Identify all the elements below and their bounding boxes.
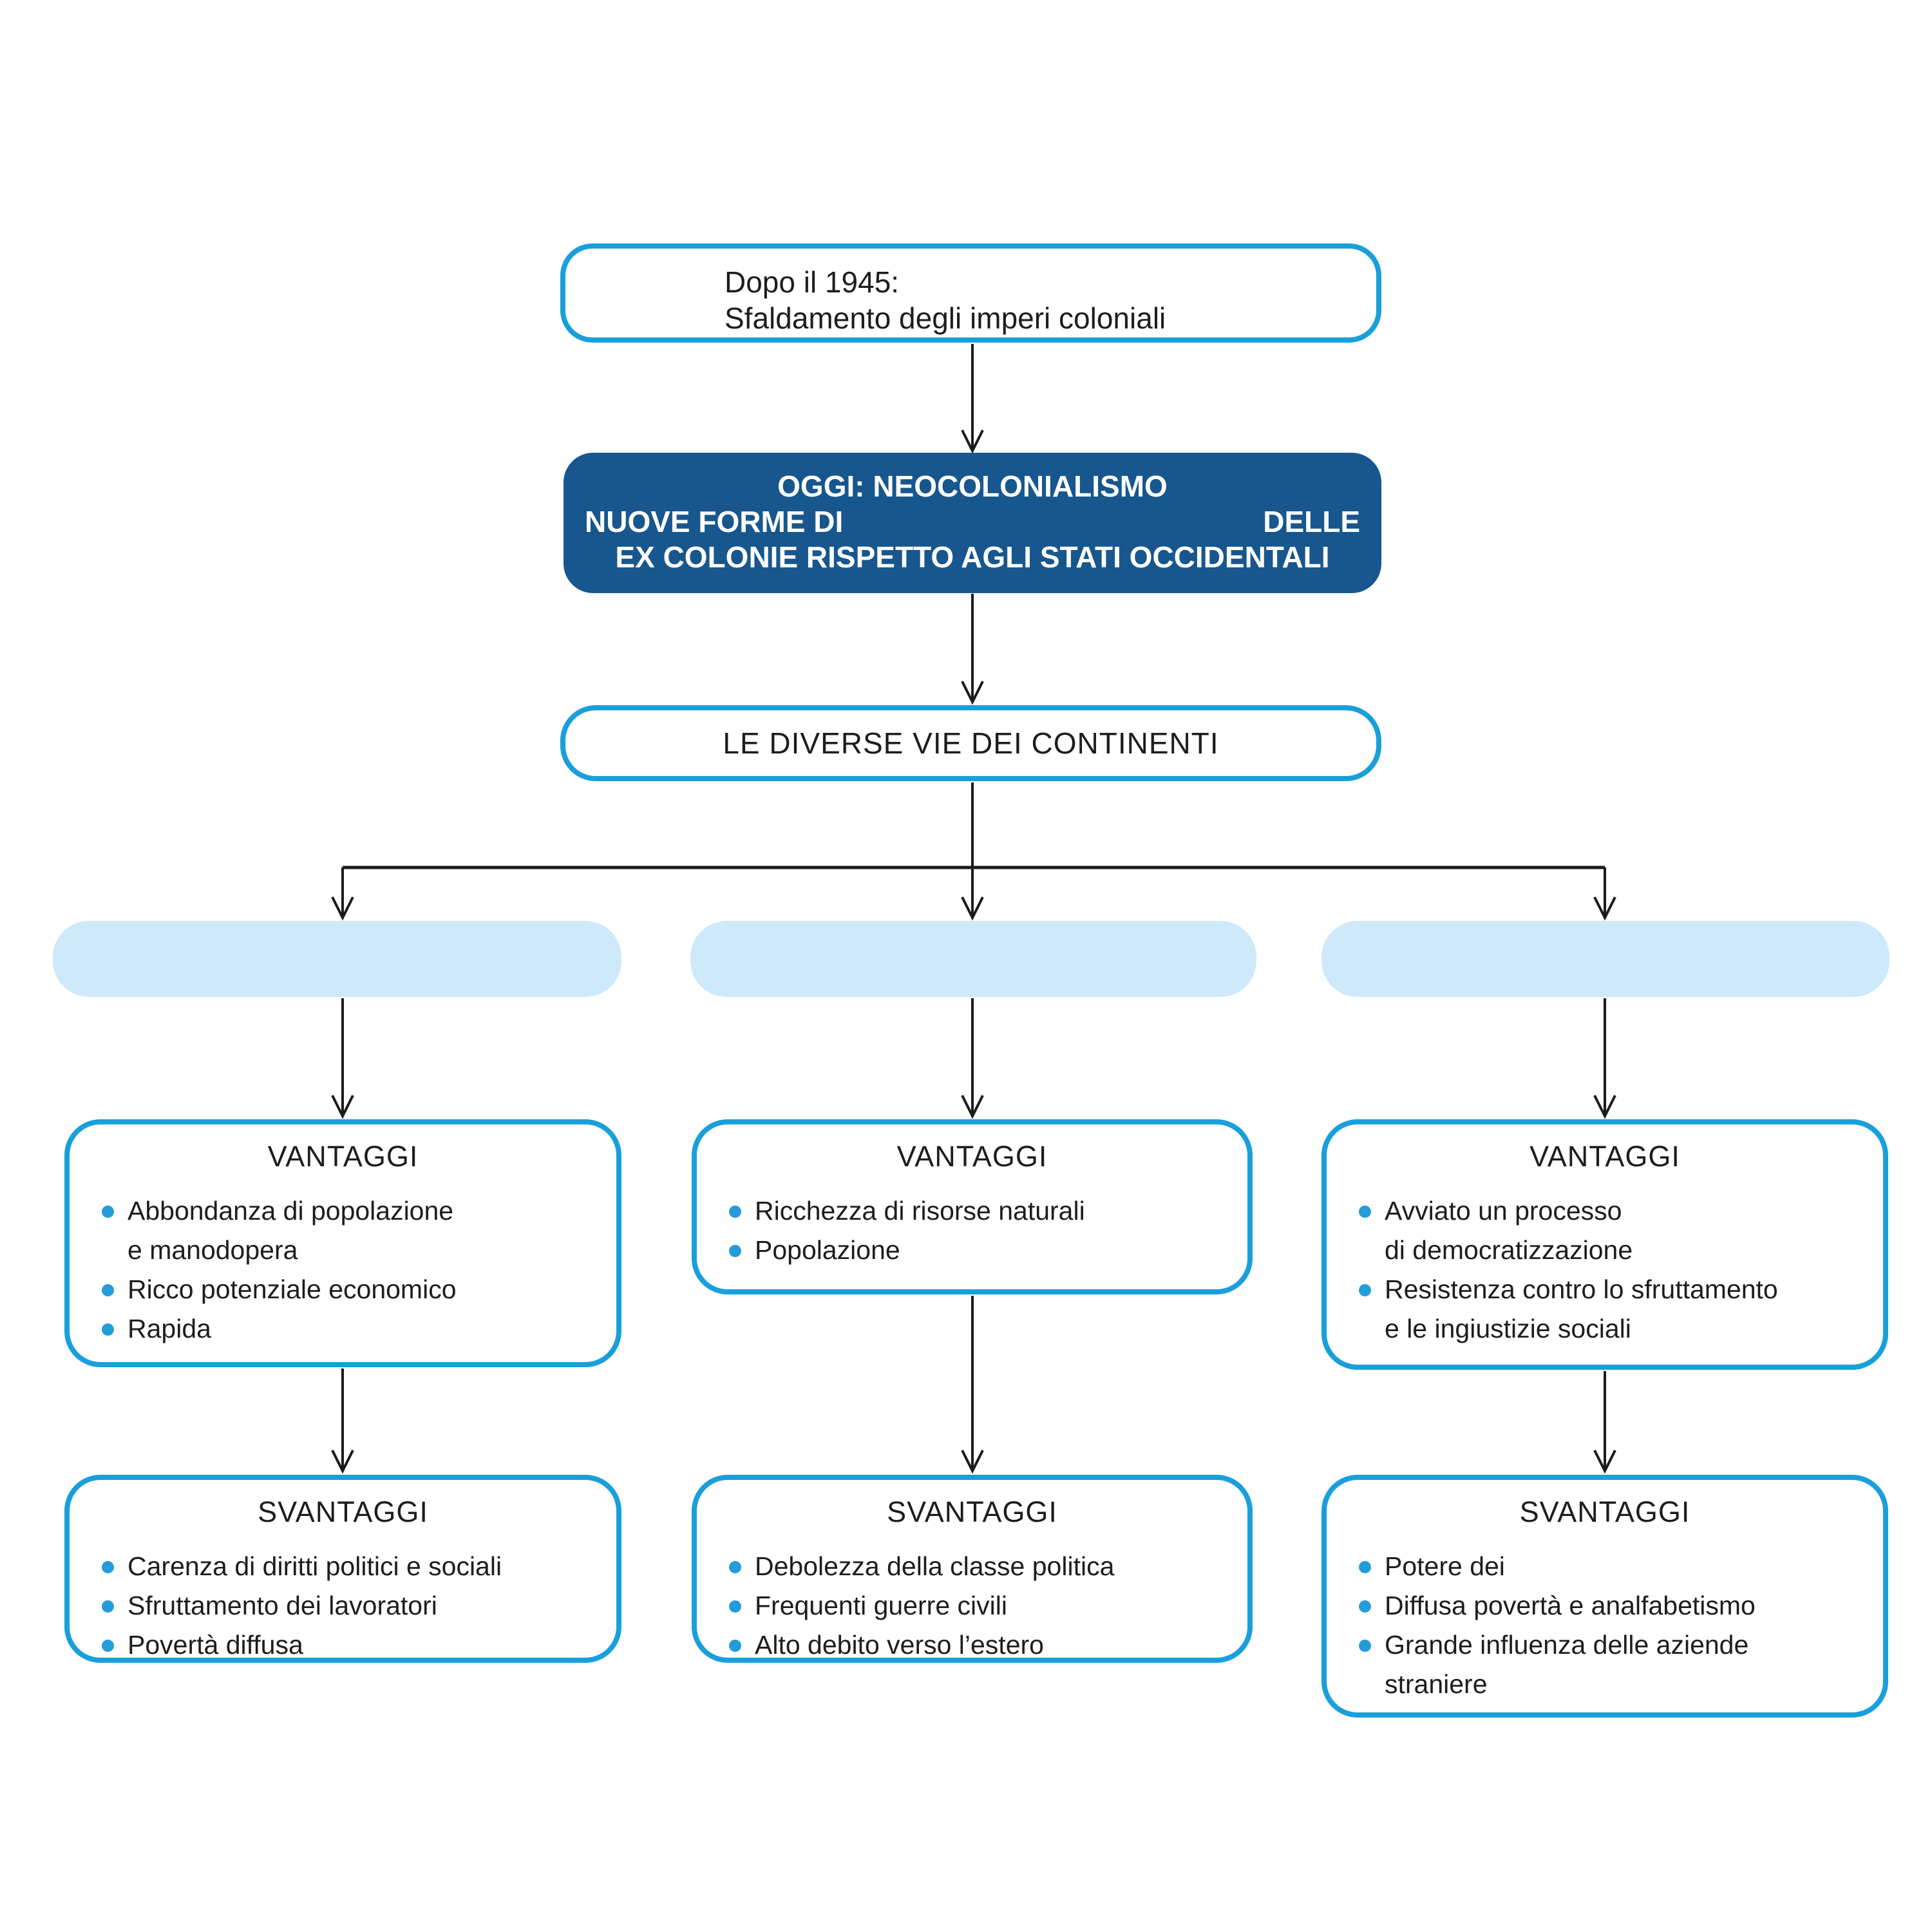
after-1945-line1: Dopo il 1945: bbox=[724, 265, 900, 299]
vantaggi-box-2: VANTAGGI Ricchezza di risorse naturali P… bbox=[692, 1119, 1253, 1294]
neocolonialismo-line1: OGGI: NEOCOLONIALISMO bbox=[777, 469, 1168, 503]
after-1945-line2: Sfaldamento degli imperi coloniali bbox=[724, 301, 1166, 335]
vantaggi-list-3: Avviato un processo di democratizzazione… bbox=[1327, 1191, 1883, 1349]
vantaggi-title-1: VANTAGGI bbox=[267, 1140, 419, 1173]
after-1945-text: Dopo il 1945: Sfaldamento degli imperi c… bbox=[565, 249, 1376, 336]
list-item: Popolazione bbox=[729, 1231, 1238, 1270]
list-item: Ricchezza di risorse naturali bbox=[729, 1191, 1238, 1231]
arrow-vantaggi2-to-svantaggi2 bbox=[961, 1296, 984, 1474]
after-1945-box: Dopo il 1945: Sfaldamento degli imperi c… bbox=[560, 243, 1381, 343]
arrow-vantaggi3-to-svantaggi3 bbox=[1593, 1371, 1616, 1474]
list-item: Povertà diffusa bbox=[102, 1625, 607, 1665]
list-item: Resistenza contro lo sfruttamento e le i… bbox=[1359, 1270, 1874, 1349]
list-item: Alto debito verso l’estero bbox=[729, 1625, 1238, 1665]
arrow-pill3-to-vantaggi3 bbox=[1593, 998, 1616, 1119]
svantaggi-list-3: Potere dei Diffusa povertà e analfabetis… bbox=[1327, 1547, 1883, 1704]
neocolonialismo-line2: NUOVE FORME DI DELLE bbox=[585, 504, 1360, 540]
tree-connector-continenti-to-pills bbox=[331, 782, 1616, 921]
list-item: Ricco potenziale economico bbox=[102, 1270, 607, 1309]
arrow-after1945-to-neocolonialismo bbox=[961, 344, 984, 454]
list-item: Frequenti guerre civili bbox=[729, 1586, 1238, 1625]
vantaggi-title-3: VANTAGGI bbox=[1530, 1140, 1680, 1173]
list-item: Grande influenza delle aziende straniere bbox=[1359, 1625, 1874, 1704]
svantaggi-list-2: Debolezza della classe politica Frequent… bbox=[697, 1547, 1247, 1665]
arrow-pill2-to-vantaggi2 bbox=[961, 998, 984, 1119]
arrow-neocolonialismo-to-continenti bbox=[961, 594, 984, 705]
svantaggi-title-2: SVANTAGGI bbox=[887, 1495, 1057, 1528]
vantaggi-box-3: VANTAGGI Avviato un processo di democrat… bbox=[1321, 1119, 1888, 1370]
continent-pill-blank-3 bbox=[1321, 921, 1889, 997]
vantaggi-title-2: VANTAGGI bbox=[896, 1140, 1048, 1173]
neocolonialismo-line3: EX COLONIE RISPETTO AGLI STATI OCCIDENTA… bbox=[615, 540, 1330, 574]
vantaggi-list-1: Abbondanza di popolazione e manodopera R… bbox=[70, 1191, 616, 1349]
continent-pill-blank-1 bbox=[53, 921, 621, 997]
arrow-vantaggi1-to-svantaggi1 bbox=[331, 1368, 354, 1474]
continenti-box: LE DIVERSE VIE DEI CONTINENTI bbox=[560, 705, 1381, 781]
list-item: Sfruttamento dei lavoratori bbox=[102, 1586, 607, 1625]
svantaggi-title-3: SVANTAGGI bbox=[1519, 1495, 1690, 1528]
svantaggi-list-1: Carenza di diritti politici e sociali Sf… bbox=[70, 1547, 616, 1665]
svantaggi-box-3: SVANTAGGI Potere dei Diffusa povertà e a… bbox=[1321, 1475, 1888, 1718]
list-item: Debolezza della classe politica bbox=[729, 1547, 1238, 1586]
neocolonialismo-box: OGGI: NEOCOLONIALISMO NUOVE FORME DI DEL… bbox=[564, 453, 1381, 593]
list-item: Avviato un processo di democratizzazione bbox=[1359, 1191, 1874, 1270]
continent-pill-blank-2 bbox=[690, 921, 1256, 997]
svantaggi-box-2: SVANTAGGI Debolezza della classe politic… bbox=[692, 1475, 1253, 1663]
list-item: Potere dei bbox=[1359, 1547, 1874, 1586]
arrow-pill1-to-vantaggi1 bbox=[331, 998, 354, 1119]
list-item: Rapida bbox=[102, 1309, 607, 1349]
neocolonialismo-line2-right: DELLE bbox=[1263, 505, 1360, 538]
list-item: Carenza di diritti politici e sociali bbox=[102, 1547, 607, 1586]
list-item: Diffusa povertà e analfabetismo bbox=[1359, 1586, 1874, 1625]
vantaggi-list-2: Ricchezza di risorse naturali Popolazion… bbox=[697, 1191, 1247, 1270]
list-item: Abbondanza di popolazione e manodopera bbox=[102, 1191, 607, 1270]
svantaggi-title-1: SVANTAGGI bbox=[258, 1495, 428, 1528]
neocolonialismo-line2-left: NUOVE FORME DI bbox=[585, 505, 844, 538]
svantaggi-box-1: SVANTAGGI Carenza di diritti politici e … bbox=[64, 1475, 621, 1663]
vantaggi-box-1: VANTAGGI Abbondanza di popolazione e man… bbox=[64, 1119, 621, 1367]
continenti-label: LE DIVERSE VIE DEI CONTINENTI bbox=[723, 726, 1219, 760]
